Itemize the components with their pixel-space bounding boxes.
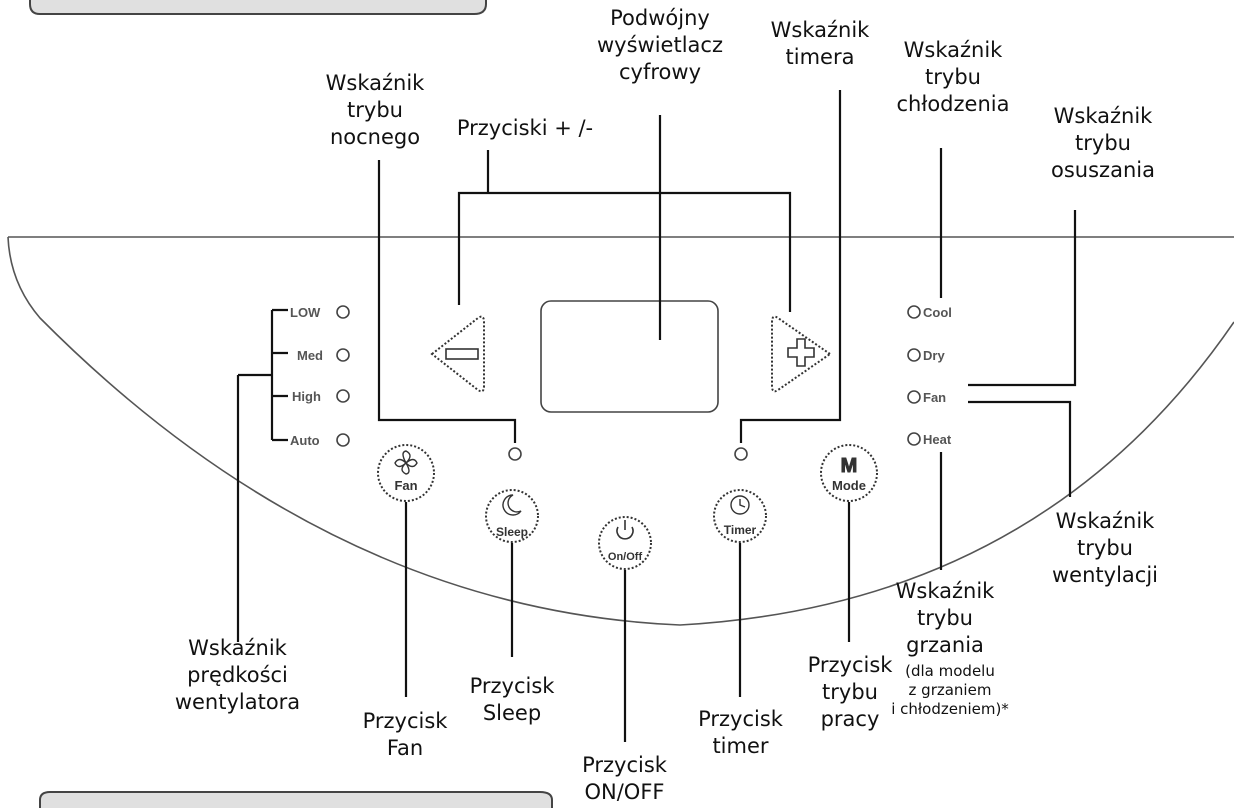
mode-heat-label: Heat xyxy=(923,432,952,447)
mode-button-caption: Przycisk trybu pracy xyxy=(807,653,893,731)
moon-icon xyxy=(502,494,522,516)
fan-button-label: Fan xyxy=(394,478,417,493)
top-tab xyxy=(29,0,487,15)
mode-fan-label: Fan xyxy=(923,390,946,405)
led-auto xyxy=(336,433,350,447)
plus-icon xyxy=(787,338,815,367)
speed-low-label: LOW xyxy=(290,305,321,320)
mode-dry-label: Dry xyxy=(923,348,945,363)
onoff-button[interactable]: On/Off xyxy=(598,516,652,570)
heat-note-label: (dla modelu z grzaniem i chłodzeniem)* xyxy=(891,662,1009,718)
led-med xyxy=(336,348,350,362)
timer-leader xyxy=(739,90,842,443)
night-indicator-label: Wskaźnik trybu nocnego xyxy=(325,71,425,149)
speed-bracket-line xyxy=(236,308,288,642)
speed-auto-label: Auto xyxy=(290,433,320,448)
sleep-button[interactable]: Sleep xyxy=(485,489,539,543)
mode-button[interactable]: M Mode xyxy=(820,444,878,502)
timer-button-caption: Przycisk timer xyxy=(698,707,783,758)
plus-button[interactable] xyxy=(771,315,832,393)
sleep-button-caption: Przycisk Sleep xyxy=(469,674,555,725)
timer-indicator-label: Wskaźnik timera xyxy=(770,18,870,69)
vent-leader xyxy=(968,400,1072,497)
cool-indicator-label: Wskaźnik trybu chłodzenia xyxy=(896,38,1010,116)
dry-leader xyxy=(968,210,1077,387)
mode-icon: M xyxy=(841,455,858,477)
minus-button[interactable] xyxy=(430,315,485,393)
mode-button-label: Mode xyxy=(832,478,866,493)
fan-button[interactable]: Fan xyxy=(377,444,435,502)
plus-minus-leader xyxy=(457,150,792,312)
digital-display xyxy=(540,300,719,413)
timer-button-label: Timer xyxy=(724,523,757,537)
led-dry xyxy=(907,348,921,362)
dry-indicator-label: Wskaźnik trybu osuszania xyxy=(1051,104,1155,182)
led-low xyxy=(336,305,350,319)
led-high xyxy=(336,389,350,403)
night-leader xyxy=(377,160,517,443)
clock-icon xyxy=(730,495,750,515)
onoff-button-caption: Przycisk ON/OFF xyxy=(582,753,667,804)
timer-button[interactable]: Timer xyxy=(713,489,767,543)
led-timer xyxy=(734,447,748,461)
display-label: Podwójny wyświetlacz cyfrowy xyxy=(597,6,723,84)
plus-minus-label: Przyciski + /- xyxy=(456,116,594,140)
led-heat xyxy=(907,432,921,446)
sleep-button-label: Sleep xyxy=(496,525,528,539)
minus-icon xyxy=(445,348,479,360)
led-fan-mode xyxy=(907,390,921,404)
speed-high-label: High xyxy=(292,389,321,404)
panel-curved-edge xyxy=(7,236,1234,626)
led-night xyxy=(508,447,522,461)
bottom-tab xyxy=(39,791,553,808)
heat-indicator-label: Wskaźnik trybu grzania xyxy=(895,579,995,657)
speed-med-label: Med xyxy=(297,348,323,363)
mode-cool-label: Cool xyxy=(923,305,952,320)
onoff-button-label: On/Off xyxy=(608,551,643,563)
fan-button-caption: Przycisk Fan xyxy=(362,709,448,760)
vent-indicator-label: Wskaźnik trybu wentylacji xyxy=(1052,509,1158,587)
power-icon xyxy=(616,520,634,540)
fan-icon xyxy=(394,450,418,475)
led-cool xyxy=(907,305,921,319)
fan-speed-label: Wskaźnik prędkości wentylatora xyxy=(174,636,301,714)
